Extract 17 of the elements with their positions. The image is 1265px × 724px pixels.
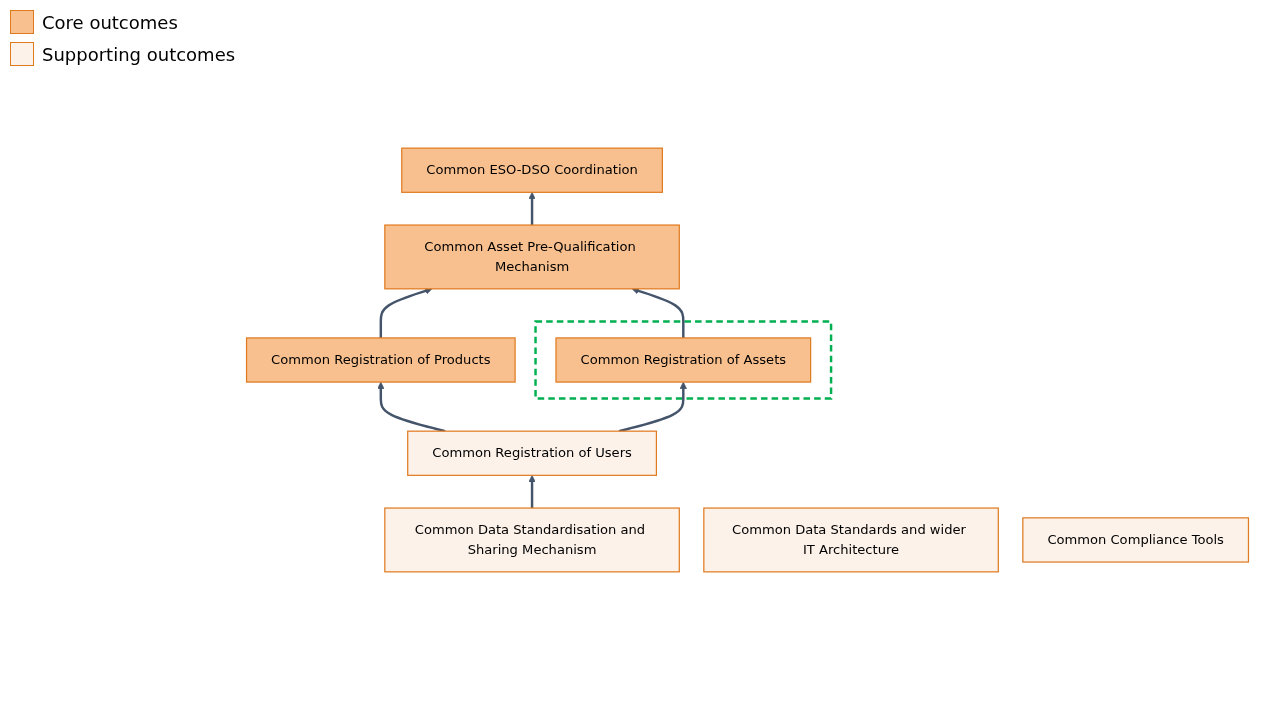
node-box: Common Data Standards and wider IT Architecture bbox=[703, 507, 999, 573]
arrow bbox=[377, 381, 446, 433]
arrow bbox=[379, 287, 433, 338]
node-box: Common Data Standardisation and Sharing Mechanism bbox=[384, 507, 680, 573]
legend-label: Core outcomes bbox=[42, 11, 178, 33]
arrow bbox=[631, 287, 685, 338]
node-box: Common Asset Pre-Qualification Mechanism bbox=[384, 224, 680, 290]
node-box: Common ESO-DSO Coordination bbox=[401, 147, 663, 193]
cluster bbox=[534, 320, 833, 400]
legend-label: Supporting outcomes bbox=[42, 43, 236, 65]
arrow bbox=[528, 192, 536, 226]
arrow bbox=[528, 475, 536, 509]
node-box: Common Registration of Assets bbox=[555, 337, 812, 383]
node-box: Common Registration of Users bbox=[407, 430, 657, 476]
node-box: Common Compliance Tools bbox=[1022, 517, 1250, 563]
arrow bbox=[618, 381, 687, 433]
node-box: Common Registration of Products bbox=[245, 337, 516, 383]
